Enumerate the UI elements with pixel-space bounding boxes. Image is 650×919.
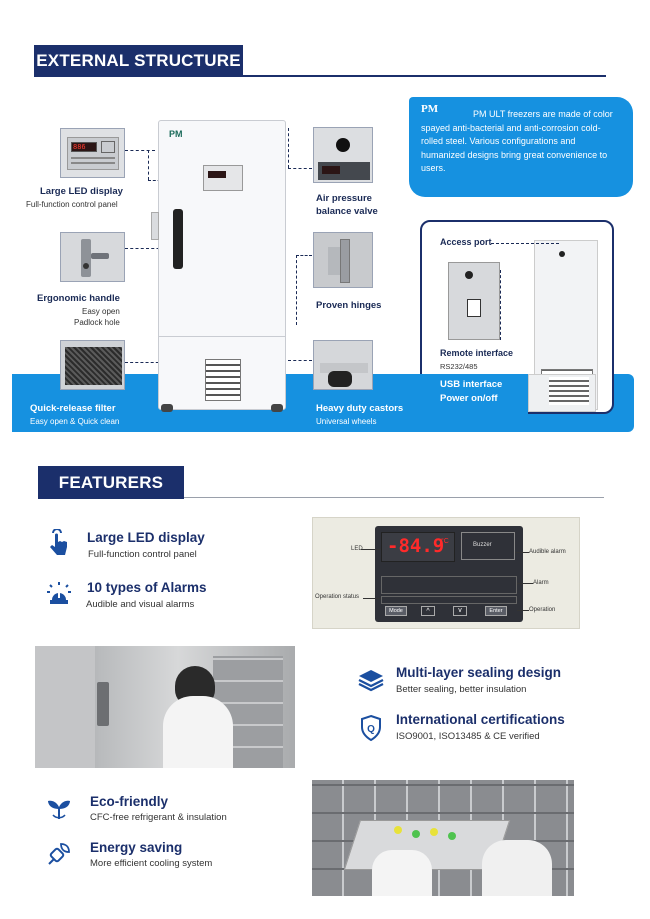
panel-down-button[interactable]: v: [453, 606, 467, 616]
access-port-label: Access port: [440, 237, 492, 247]
led-display-label: Large LED display: [40, 186, 123, 197]
connector-remote: [500, 270, 501, 340]
led-display-sub: Full-function control panel: [26, 200, 118, 209]
external-structure-rule: [243, 75, 606, 77]
handle-label: Ergonomic handle: [37, 293, 120, 304]
castors-label: Heavy duty castors: [316, 403, 404, 414]
freezer-logo: PM: [169, 129, 183, 139]
connector-led: [125, 150, 155, 151]
panel-alarm-label: Alarm: [533, 580, 549, 586]
features-title: FEATURERS: [38, 466, 184, 499]
panel-unit: °C: [441, 538, 449, 545]
external-structure-title: EXTERNAL STRUCTURE: [34, 45, 243, 77]
alarm-icon: [47, 582, 71, 604]
panel-audible-label: Audible alarm: [529, 549, 566, 555]
feature-led-title: Large LED display: [87, 530, 205, 545]
connector-hinge-2: [296, 255, 312, 256]
handle-sub-1: Easy open: [82, 307, 120, 316]
svg-text:Q: Q: [367, 724, 375, 735]
filter-label: Quick-release filter: [30, 403, 116, 414]
layers-icon: [358, 670, 384, 692]
power-label: Power on/off: [440, 393, 498, 404]
info-box: PM PM ULT freezers are made of color spa…: [409, 97, 633, 197]
feature-sealing-title: Multi-layer sealing design: [396, 665, 562, 680]
usb-panel: [420, 374, 528, 414]
valve-label-2: balance valve: [316, 206, 378, 217]
features-rule: [184, 497, 604, 498]
feature-energy-sub: More efficient cooling system: [90, 858, 213, 869]
side-latch: [151, 212, 159, 240]
panel-mode-button[interactable]: Mode: [385, 606, 407, 616]
feature-alarms-title: 10 types of Alarms: [87, 580, 207, 595]
lab-photo-freezer: [35, 646, 295, 768]
panel-opstatus-label: Operation status: [315, 594, 360, 600]
panel-temp: -84.9: [387, 535, 445, 557]
handle-thumbnail: [60, 232, 125, 282]
hinges-label: Proven hinges: [316, 300, 382, 311]
info-text: PM ULT freezers are made of color spayed…: [421, 109, 613, 173]
panel-operation-label: Operation: [529, 607, 556, 613]
feature-energy-title: Energy saving: [90, 840, 183, 855]
energy-plug-icon: [48, 843, 70, 865]
filter-sub: Easy open & Quick clean: [30, 417, 120, 426]
connector-led-2: [148, 150, 149, 180]
valve-thumbnail: [313, 127, 373, 183]
led-display-thumbnail: 886: [60, 128, 125, 178]
panel-led-label: LED: [351, 546, 363, 552]
panel-buzzer: Buzzer: [473, 542, 492, 548]
freezer-image: PM: [158, 120, 286, 412]
remote-interface-label: Remote interface: [440, 348, 514, 358]
touch-icon: [50, 529, 67, 555]
connector-valve: [288, 128, 289, 168]
certification-shield-icon: Q: [361, 714, 381, 742]
connector-hinge: [296, 255, 297, 325]
info-logo: PM: [421, 103, 439, 115]
feature-eco-sub: CFC-free refrigerant & insulation: [90, 812, 227, 823]
connector-castor: [288, 360, 312, 361]
remote-interface-sub: RS232/485: [440, 362, 478, 371]
connector-valve-2: [288, 168, 312, 169]
handle-sub-2: Padlock hole: [74, 318, 120, 327]
connector-handle: [125, 248, 170, 249]
port-box-bottom: [528, 374, 596, 412]
castors-thumbnail: [313, 340, 373, 390]
feature-eco-title: Eco-friendly: [90, 794, 169, 809]
panel-up-button[interactable]: ^: [421, 606, 435, 616]
lab-photo-samples: [312, 780, 574, 896]
feature-alarms-sub: Audible and visual alarms: [86, 599, 195, 610]
feature-cert-sub: ISO9001, ISO13485 & CE verified: [396, 731, 540, 742]
filter-thumbnail: [60, 340, 125, 390]
feature-sealing-sub: Better sealing, better insulation: [396, 684, 527, 695]
eco-leaf-icon: [48, 800, 70, 819]
valve-label-1: Air pressure: [316, 193, 372, 204]
feature-cert-title: International certifications: [396, 712, 565, 727]
hinges-thumbnail: [313, 232, 373, 288]
castors-sub: Universal wheels: [316, 417, 377, 426]
panel-enter-button[interactable]: Enter: [485, 606, 507, 616]
connector-access: [491, 243, 559, 244]
feature-led-sub: Full-function control panel: [88, 549, 197, 560]
control-panel-image: -84.9 °C Buzzer Mode ^ v Enter LED Audib…: [312, 517, 580, 629]
usb-label: USB interface: [440, 379, 503, 390]
